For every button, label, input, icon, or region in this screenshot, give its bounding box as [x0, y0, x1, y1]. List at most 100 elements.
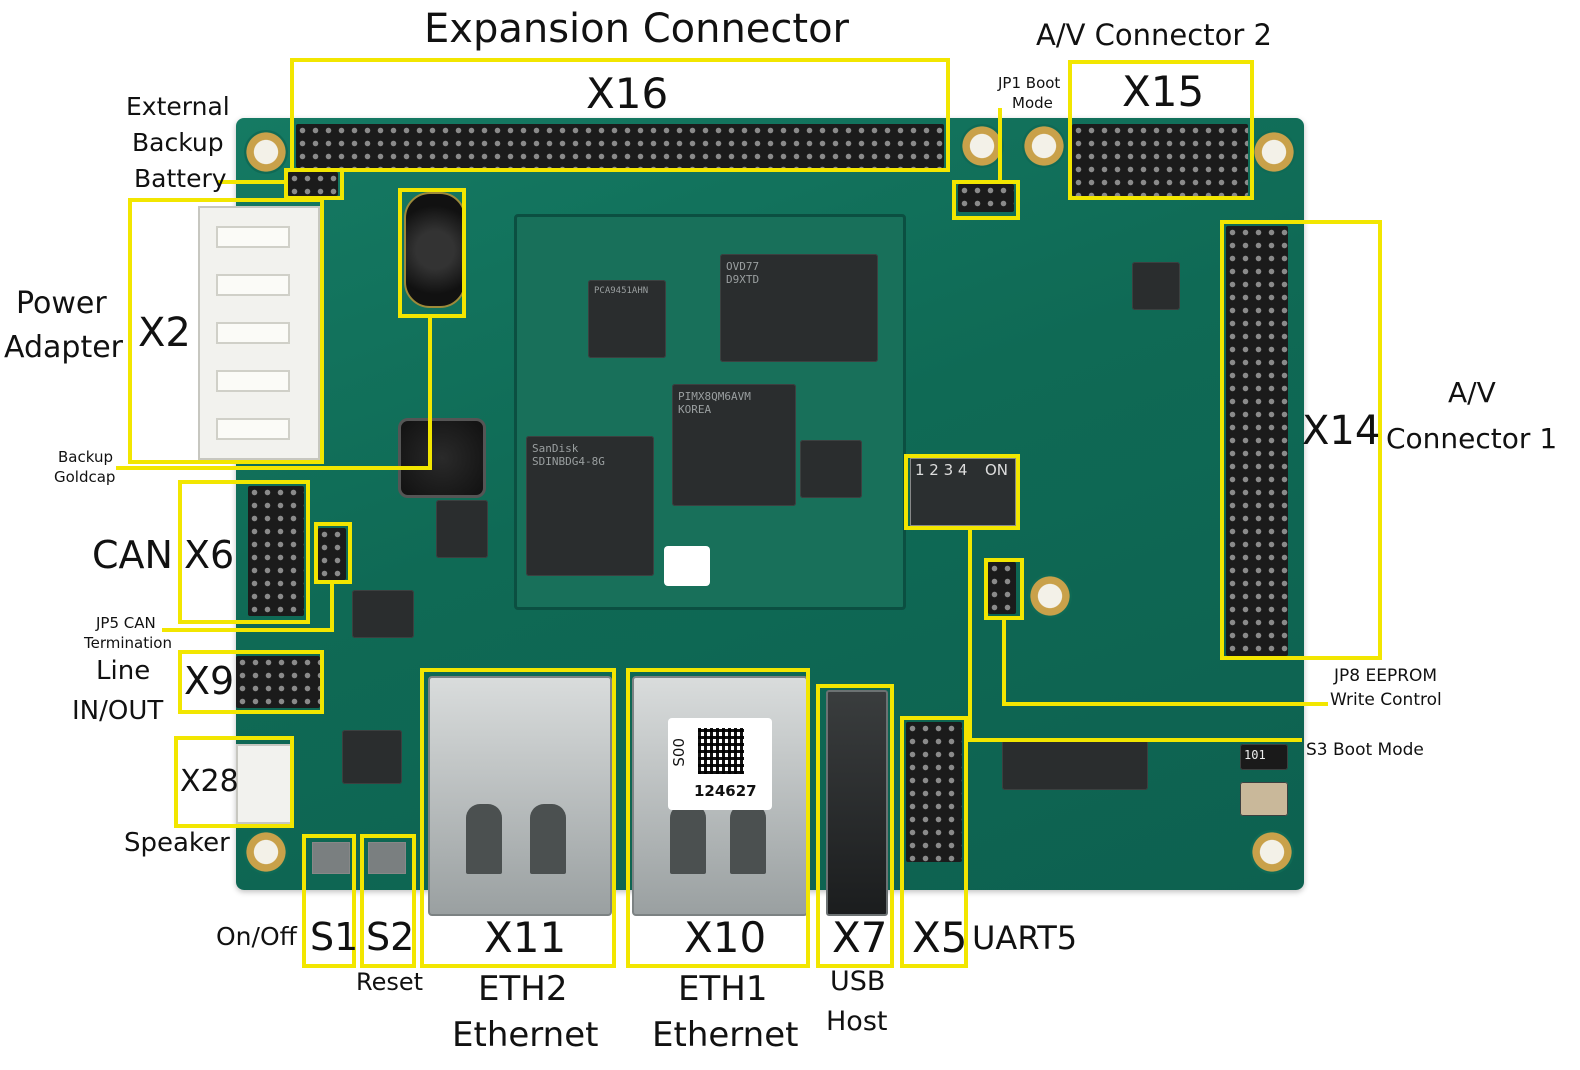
s1-label: S1: [310, 915, 359, 959]
battery-box: [284, 168, 344, 200]
s2-box: [360, 834, 416, 968]
goldcap-box: [398, 188, 466, 318]
speaker-connector-housing: [236, 744, 292, 824]
x6-label: X6: [184, 533, 235, 577]
eth1-ethernet-label: Ethernet: [652, 1015, 799, 1055]
av1-label-line1: A/V: [1448, 376, 1496, 409]
x5-label: X5: [912, 913, 968, 962]
x6-box: [178, 480, 310, 624]
x15-header-pins: [1072, 124, 1248, 196]
jp5-label-line2: Termination: [84, 634, 172, 652]
mounting-hole: [1022, 124, 1066, 168]
battery-leader: [218, 180, 286, 184]
mounting-hole: [244, 830, 288, 874]
eth2-label: ETH2: [478, 969, 568, 1009]
tan-capacitor: [1240, 782, 1288, 816]
emmc-marking: SanDisk SDINBDG4-8G: [532, 442, 605, 468]
jp1-label-line2: Mode: [1012, 94, 1053, 112]
uart-chip: [1002, 740, 1148, 790]
eth2-ethernet-label: Ethernet: [452, 1015, 599, 1055]
speaker-label: Speaker: [124, 828, 230, 858]
x9-label: X9: [184, 659, 235, 703]
jp1-label-line1: JP1 Boot: [998, 74, 1061, 92]
small-chip: [800, 440, 862, 498]
eth2-jack: [428, 676, 612, 916]
jp8-jumper: [988, 562, 1016, 614]
x10-label: X10: [684, 913, 767, 962]
usb-label: USB: [830, 966, 886, 997]
x15-box: [1068, 60, 1254, 200]
s3-dip-switch: 1 2 3 4 ON: [910, 458, 1016, 526]
jp8-label-line2: Write Control: [1330, 690, 1442, 710]
x2-label: X2: [138, 310, 191, 356]
x5-box: [900, 716, 968, 968]
diode-chip: [352, 590, 414, 638]
x7-label: X7: [832, 913, 888, 962]
x16-label: X16: [586, 69, 669, 118]
x16-header-pins: [296, 124, 944, 168]
som-qr-label: [664, 546, 710, 586]
pmic-chip: PCA9451AHN: [588, 280, 666, 358]
reset-label: Reset: [356, 968, 424, 996]
jp8-box: [984, 558, 1024, 620]
eth1-label: ETH1: [678, 969, 768, 1009]
power-label-line2: Adapter: [4, 330, 124, 365]
av-chip: [1132, 262, 1180, 310]
s3-leader-h: [968, 738, 1302, 742]
dip-numbers: 1 2 3 4: [915, 461, 968, 479]
power-label-line1: Power: [16, 286, 107, 321]
mounting-hole: [1250, 830, 1294, 874]
mounting-hole: [1252, 130, 1296, 174]
usb-port: [826, 690, 888, 916]
s1-button: [312, 842, 350, 874]
soc-chip: PIMX8QM6AVM KOREA: [672, 384, 796, 506]
can-label: CAN: [92, 533, 173, 577]
s3-label: S3 Boot Mode: [1306, 740, 1424, 760]
x6-header-pins: [248, 486, 304, 616]
x14-header-pins: [1226, 226, 1288, 656]
mac-label: S00 124627: [668, 718, 772, 810]
av1-label-line2: Connector 1: [1386, 422, 1558, 455]
battery-label-line3: Battery: [134, 164, 227, 193]
goldcap-label-line1: Backup: [58, 448, 113, 466]
emmc-chip: SanDisk SDINBDG4-8G: [526, 436, 654, 576]
cap-marking: 101: [1244, 748, 1266, 762]
x9-header-pins: [236, 656, 320, 708]
mounting-hole: [244, 130, 288, 174]
line-label-line2: IN/OUT: [72, 696, 164, 726]
goldcap-leader-v: [428, 316, 432, 468]
x16-box: [290, 58, 950, 172]
s2-button: [368, 842, 406, 874]
marked-capacitor: 101: [1240, 744, 1288, 770]
s3-leader-v: [968, 528, 972, 740]
x28-box: [174, 736, 294, 828]
s2-label: S2: [366, 915, 415, 959]
x9-box: [178, 650, 324, 714]
line-label-line1: Line: [96, 656, 151, 686]
jp1-leader: [998, 108, 1002, 182]
jp5-box: [314, 522, 352, 584]
jp5-leader-v: [330, 582, 334, 630]
x2-box: [128, 198, 324, 464]
battery-label-line2: Backup: [132, 128, 224, 157]
x28-label: X28: [180, 764, 239, 799]
battery-jumper: [288, 172, 338, 196]
host-label: Host: [826, 1006, 888, 1037]
qr-code: [698, 728, 744, 774]
goldcap-label-line2: Goldcap: [54, 468, 116, 486]
jp8-label-line1: JP8 EEPROM: [1334, 666, 1438, 686]
s1-box: [302, 834, 356, 968]
ram-chip: OVD77 D9XTD: [720, 254, 878, 362]
expansion-label: Expansion Connector: [424, 6, 849, 52]
jp5-label-line1: JP5 CAN: [96, 614, 156, 632]
x10-box: [626, 668, 810, 968]
x11-box: [420, 668, 616, 968]
onoff-label: On/Off: [216, 922, 297, 951]
x5-header-pins: [906, 722, 962, 862]
jp8-leader-h: [1002, 702, 1328, 706]
goldcap-capacitor: [404, 192, 466, 308]
label-code-text: 124627: [694, 782, 757, 800]
soc-marking: PIMX8QM6AVM KOREA: [678, 390, 751, 416]
battery-label-line1: External: [126, 92, 230, 121]
jp1-box: [952, 180, 1020, 220]
